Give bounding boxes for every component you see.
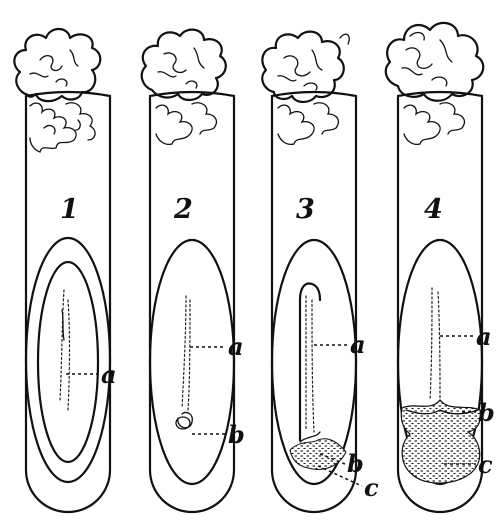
tube-1-label-a: a	[101, 360, 117, 389]
cotton-plug-top	[386, 23, 483, 101]
tube-3-label-a: a	[350, 330, 366, 359]
cotton-plug-top	[14, 29, 100, 101]
tube-3-label-c: c	[364, 473, 379, 502]
tube-2	[142, 30, 234, 512]
tube-1	[14, 29, 110, 512]
tube-1-number: 1	[60, 194, 79, 225]
tube-3-label-b: b	[347, 449, 364, 478]
tube-4-label-c: c	[478, 450, 493, 479]
tube-2-label-a: a	[228, 332, 244, 361]
tube-3	[262, 32, 356, 512]
cotton-plug-inside	[404, 103, 464, 145]
tube-2-label-b: b	[228, 420, 245, 449]
tube-4-label-a: a	[476, 322, 492, 351]
cotton-plug-top	[142, 30, 226, 100]
tube-4-label-b: b	[478, 398, 495, 427]
cotton-plug-inside	[156, 103, 216, 145]
cotton-plug-inside	[30, 103, 95, 152]
cotton-plug-inside	[278, 103, 338, 145]
tube-4	[386, 23, 483, 512]
tube-3-number: 3	[296, 194, 315, 225]
tube-4-number: 4	[424, 194, 443, 225]
tube-2-number: 2	[173, 194, 193, 225]
